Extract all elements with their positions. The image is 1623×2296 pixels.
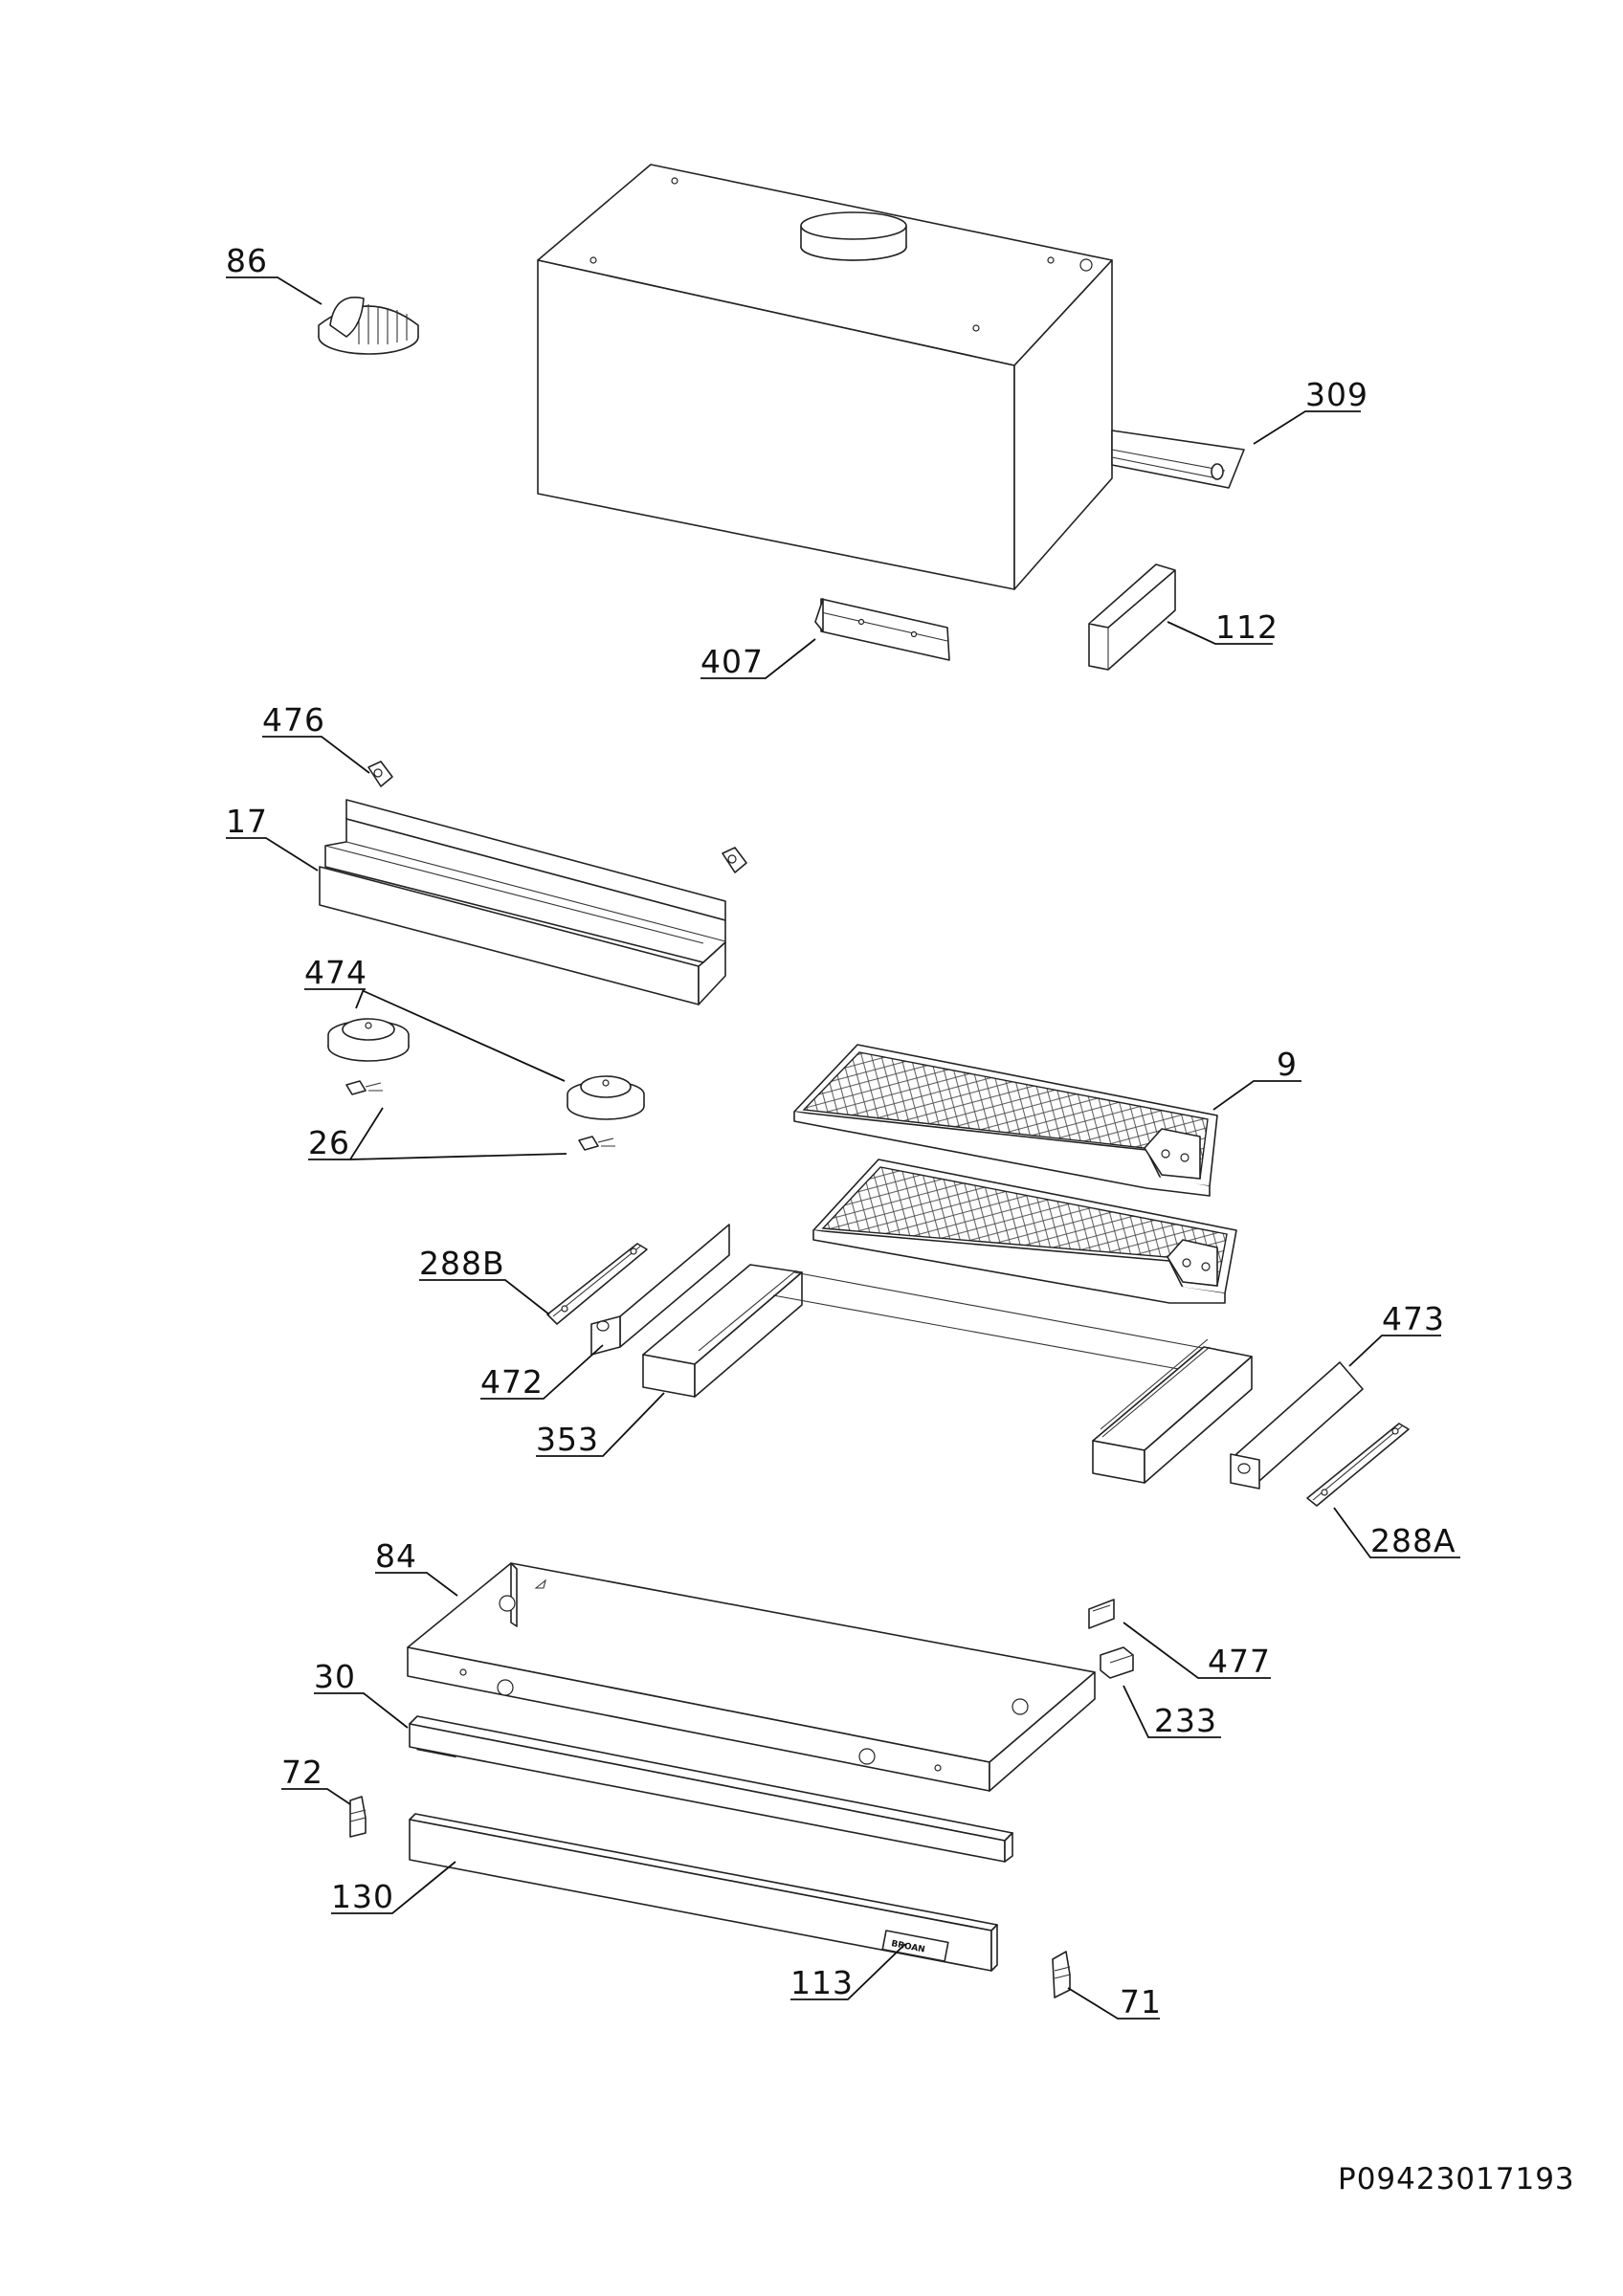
part-17-channel-bracket <box>319 799 726 1005</box>
part-86-damper <box>318 297 419 355</box>
callout-112: 112 <box>1215 608 1278 646</box>
callout-473: 473 <box>1382 1300 1445 1337</box>
part-477-clip <box>1088 1599 1115 1629</box>
callout-353: 353 <box>536 1421 599 1458</box>
part-472-side-profile <box>590 1224 730 1356</box>
part-473-side-profile <box>1230 1361 1364 1490</box>
callout-476: 476 <box>262 701 325 739</box>
callout-113: 113 <box>790 1964 854 2001</box>
part-30-channel <box>409 1715 1013 1863</box>
part-407-bracket <box>814 598 950 661</box>
callout-233: 233 <box>1154 1702 1217 1739</box>
part-9-grease-filters <box>793 1044 1237 1304</box>
part-130-front-trim: BROAN <box>409 1813 998 1972</box>
part-26-bulbs <box>345 1080 615 1151</box>
part-233-clip <box>1100 1646 1134 1679</box>
callout-84: 84 <box>375 1537 417 1575</box>
callout-26: 26 <box>308 1124 350 1161</box>
callout-72: 72 <box>281 1754 323 1791</box>
part-71-end-cap <box>1052 1951 1071 1998</box>
callout-30: 30 <box>314 1658 356 1695</box>
callout-472: 472 <box>480 1363 544 1401</box>
callout-17: 17 <box>226 803 268 840</box>
part-288A-slider <box>1306 1423 1410 1507</box>
leader-lines <box>226 276 1460 2020</box>
callout-288B: 288B <box>419 1245 505 1282</box>
callout-474: 474 <box>304 954 367 991</box>
part-309-rail <box>1111 430 1245 489</box>
callout-86: 86 <box>226 242 268 279</box>
part-476-screws <box>367 761 747 873</box>
callout-288A: 288A <box>1370 1522 1456 1559</box>
callout-477: 477 <box>1208 1643 1271 1680</box>
part-474-lamps <box>327 1018 645 1120</box>
part-353-frame <box>642 1264 1253 1484</box>
part-288B-slider <box>546 1243 648 1325</box>
document-code: P09423017193 <box>1338 2162 1575 2197</box>
main-hood-housing <box>537 164 1113 590</box>
callout-71: 71 <box>1120 1983 1162 2020</box>
part-72-end-cap <box>349 1796 367 1838</box>
callout-309: 309 <box>1305 376 1368 413</box>
callout-407: 407 <box>700 643 764 680</box>
part-112-block <box>1088 563 1176 671</box>
callout-labels: 86 309 407 112 476 17 474 26 9 288B 472 … <box>226 242 1456 2020</box>
callout-130: 130 <box>331 1878 394 1915</box>
callout-9: 9 <box>1277 1046 1298 1083</box>
